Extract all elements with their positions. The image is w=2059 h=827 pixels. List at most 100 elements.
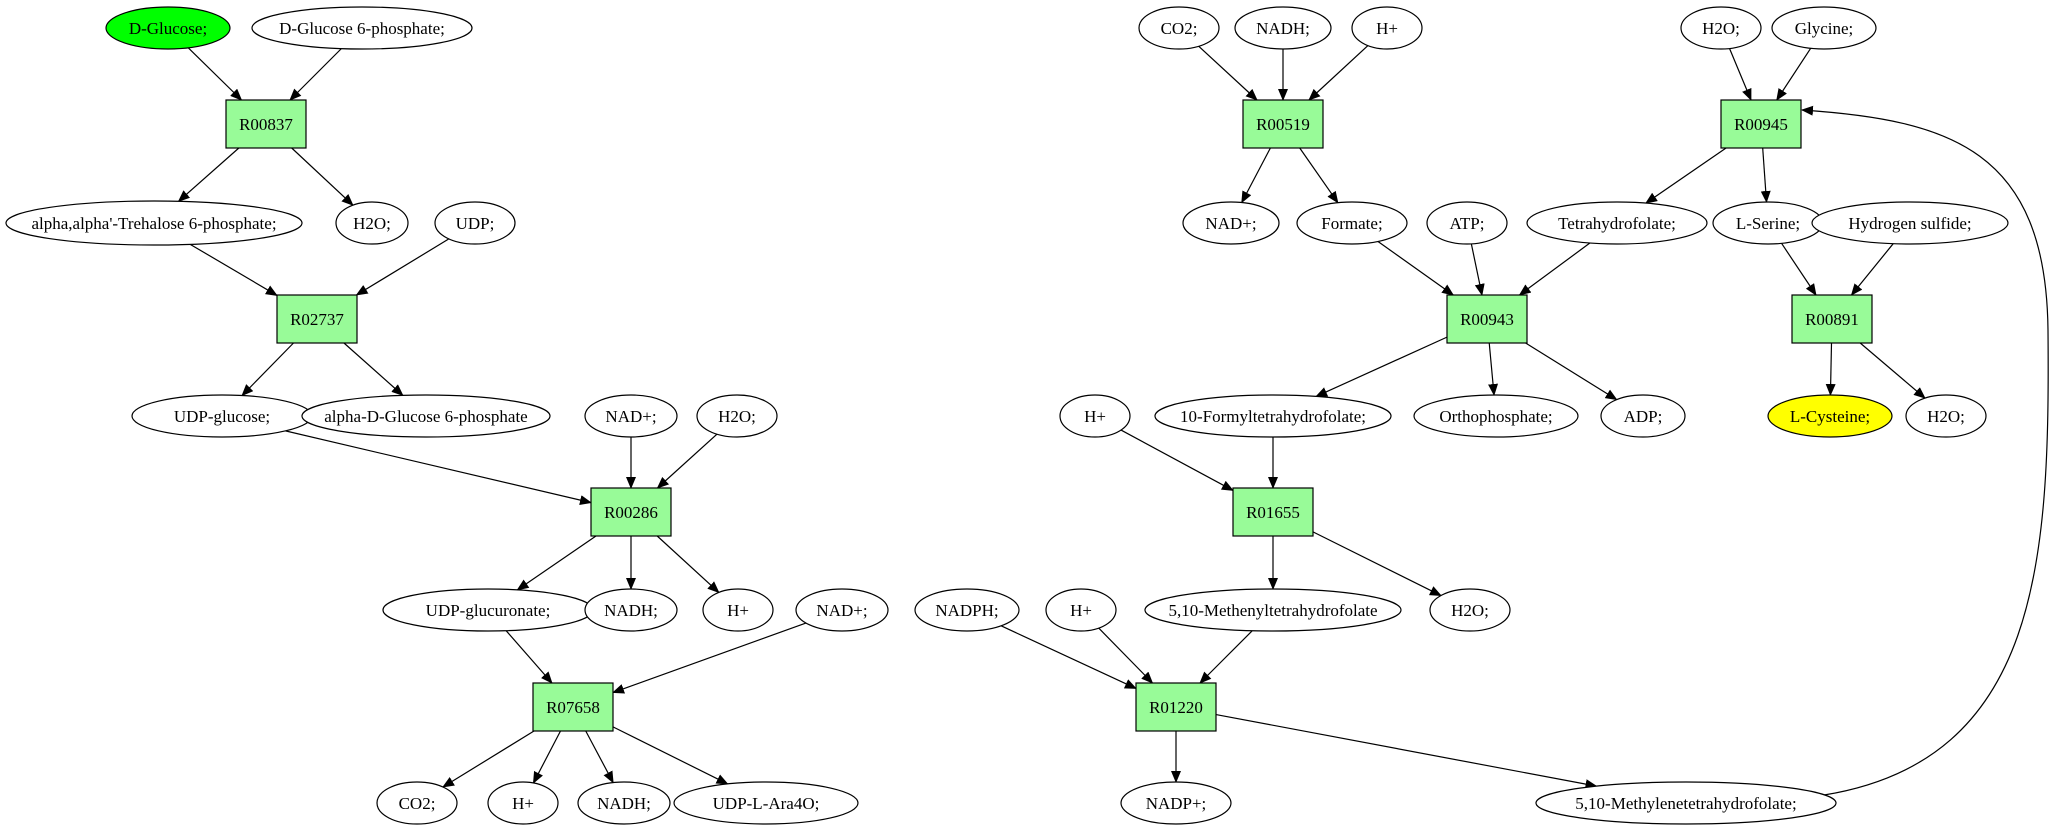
edge-arrow: [516, 535, 597, 591]
compound-label: CO2;: [1161, 19, 1198, 38]
compound-label: UDP;: [456, 214, 495, 233]
compound-label: NADPH;: [935, 601, 998, 620]
edge-arrow: [1299, 147, 1339, 204]
edge-arrow: [189, 243, 278, 296]
compound-node[interactable]: CO2;: [1138, 6, 1220, 50]
edge-arrow: [612, 622, 807, 694]
compound-node[interactable]: H2O;: [1905, 394, 1987, 438]
compound-node[interactable]: Glycine;: [1771, 6, 1877, 50]
compound-node[interactable]: NAD+;: [795, 588, 889, 632]
compound-label: NAD+;: [605, 407, 656, 426]
compound-node[interactable]: H2O;: [335, 201, 409, 245]
compound-ellipse: [301, 394, 551, 438]
compound-node[interactable]: UDP;: [434, 201, 516, 245]
edge-arrow: [1645, 147, 1727, 204]
compound-node[interactable]: H2O;: [696, 394, 778, 438]
edge-arrow: [1728, 48, 1752, 101]
compound-ellipse: [1138, 6, 1220, 50]
compound-ellipse: [5, 200, 303, 246]
reaction-label: R01220: [1149, 698, 1203, 717]
compound-node[interactable]: NADP+;: [1120, 781, 1232, 825]
compound-label: H2O;: [1702, 19, 1740, 38]
compound-node[interactable]: L-Serine;: [1712, 201, 1824, 245]
reaction-node-r00891[interactable]: R00891: [1791, 294, 1873, 344]
compound-label: Orthophosphate;: [1439, 407, 1552, 426]
compound-node[interactable]: UDP-glucose;: [131, 394, 313, 438]
compound-node[interactable]: UDP-glucuronate;: [382, 588, 594, 632]
compound-node[interactable]: H+: [702, 588, 774, 632]
compound-node[interactable]: D-Glucose;: [105, 6, 231, 50]
compound-node[interactable]: 10-Formyltetrahydrofolate;: [1154, 394, 1392, 438]
compound-node[interactable]: NADH;: [1234, 6, 1332, 50]
reaction-node-r01220[interactable]: R01220: [1135, 682, 1217, 732]
compound-node[interactable]: CO2;: [376, 781, 458, 825]
compound-node[interactable]: ADP;: [1600, 394, 1686, 438]
reaction-node-r00943[interactable]: R00943: [1446, 294, 1528, 344]
compound-node[interactable]: Tetrahydrofolate;: [1526, 201, 1708, 245]
compound-label: H2O;: [1927, 407, 1965, 426]
reaction-box: [1720, 99, 1802, 149]
compound-node[interactable]: Orthophosphate;: [1413, 394, 1579, 438]
reaction-node-r02737[interactable]: R02737: [276, 294, 358, 344]
compound-node[interactable]: D-Glucose 6-phosphate;: [251, 6, 473, 50]
compound-node[interactable]: H+: [487, 781, 559, 825]
compound-node[interactable]: H2O;: [1429, 588, 1511, 632]
compound-ellipse: [1120, 781, 1232, 825]
compound-ellipse: [376, 781, 458, 825]
compound-node[interactable]: UDP-L-Ara4O;: [673, 781, 859, 825]
compound-node[interactable]: alpha,alpha'-Trehalose 6-phosphate;: [5, 200, 303, 246]
reaction-node-r00519[interactable]: R00519: [1242, 99, 1324, 149]
reaction-node-r00837[interactable]: R00837: [225, 99, 307, 149]
compound-label: Tetrahydrofolate;: [1558, 214, 1676, 233]
edge-arrow: [1199, 630, 1253, 684]
compound-label: 10-Formyltetrahydrofolate;: [1180, 407, 1366, 426]
compound-node[interactable]: Hydrogen sulfide;: [1811, 201, 2009, 245]
compound-label: D-Glucose;: [129, 19, 207, 38]
edge-arrow: [285, 430, 592, 505]
compound-node[interactable]: NADH;: [577, 781, 671, 825]
compound-ellipse: [1426, 201, 1508, 245]
reaction-node-r01655[interactable]: R01655: [1232, 487, 1314, 537]
edge-arrow: [585, 730, 614, 784]
compound-node[interactable]: 5,10-Methenyltetrahydrofolate: [1144, 588, 1402, 632]
compound-node[interactable]: H+: [1059, 394, 1131, 438]
compound-node[interactable]: Formate;: [1296, 201, 1408, 245]
compound-label: D-Glucose 6-phosphate;: [279, 19, 445, 38]
compound-node[interactable]: 5,10-Methylenetetrahydrofolate;: [1535, 781, 1837, 825]
compound-label: ADP;: [1624, 407, 1663, 426]
compound-label: NAD+;: [816, 601, 867, 620]
compound-label: L-Serine;: [1736, 214, 1800, 233]
edge-arrow: [442, 730, 535, 788]
compound-node[interactable]: NADH;: [584, 588, 678, 632]
reaction-node-r00945[interactable]: R00945: [1720, 99, 1802, 149]
edge-arrow: [1488, 342, 1499, 397]
compound-node[interactable]: H+: [1045, 588, 1117, 632]
compound-ellipse: [251, 6, 473, 50]
compound-node[interactable]: ATP;: [1426, 201, 1508, 245]
compound-ellipse: [1413, 394, 1579, 438]
compound-node[interactable]: H+: [1351, 6, 1423, 50]
reaction-node-r00286[interactable]: R00286: [590, 487, 672, 537]
compound-label: Glycine;: [1795, 19, 1854, 38]
compound-ellipse: [1526, 201, 1708, 245]
compound-label: UDP-glucuronate;: [426, 601, 551, 620]
compound-node[interactable]: NAD+;: [584, 394, 678, 438]
compound-label: H+: [1376, 19, 1398, 38]
compound-ellipse: [1154, 394, 1392, 438]
reaction-label: R00891: [1805, 310, 1859, 329]
reaction-label: R07658: [546, 698, 600, 717]
compound-node[interactable]: NAD+;: [1182, 201, 1280, 245]
reaction-label: R00519: [1256, 115, 1310, 134]
compound-node[interactable]: NADPH;: [914, 588, 1020, 632]
compound-ellipse: [1811, 201, 2009, 245]
compound-label: NADP+;: [1146, 794, 1207, 813]
compound-node[interactable]: alpha-D-Glucose 6-phosphate: [301, 394, 551, 438]
compound-node[interactable]: L-Cysteine;: [1767, 394, 1893, 438]
edge-arrow: [1825, 342, 1836, 397]
reaction-node-r07658[interactable]: R07658: [532, 682, 614, 732]
compound-label: 5,10-Methenyltetrahydrofolate: [1168, 601, 1377, 620]
edge-arrow: [1000, 625, 1137, 689]
edge-arrow: [1859, 342, 1926, 399]
edge-arrow: [289, 48, 342, 101]
compound-node[interactable]: H2O;: [1680, 6, 1762, 50]
